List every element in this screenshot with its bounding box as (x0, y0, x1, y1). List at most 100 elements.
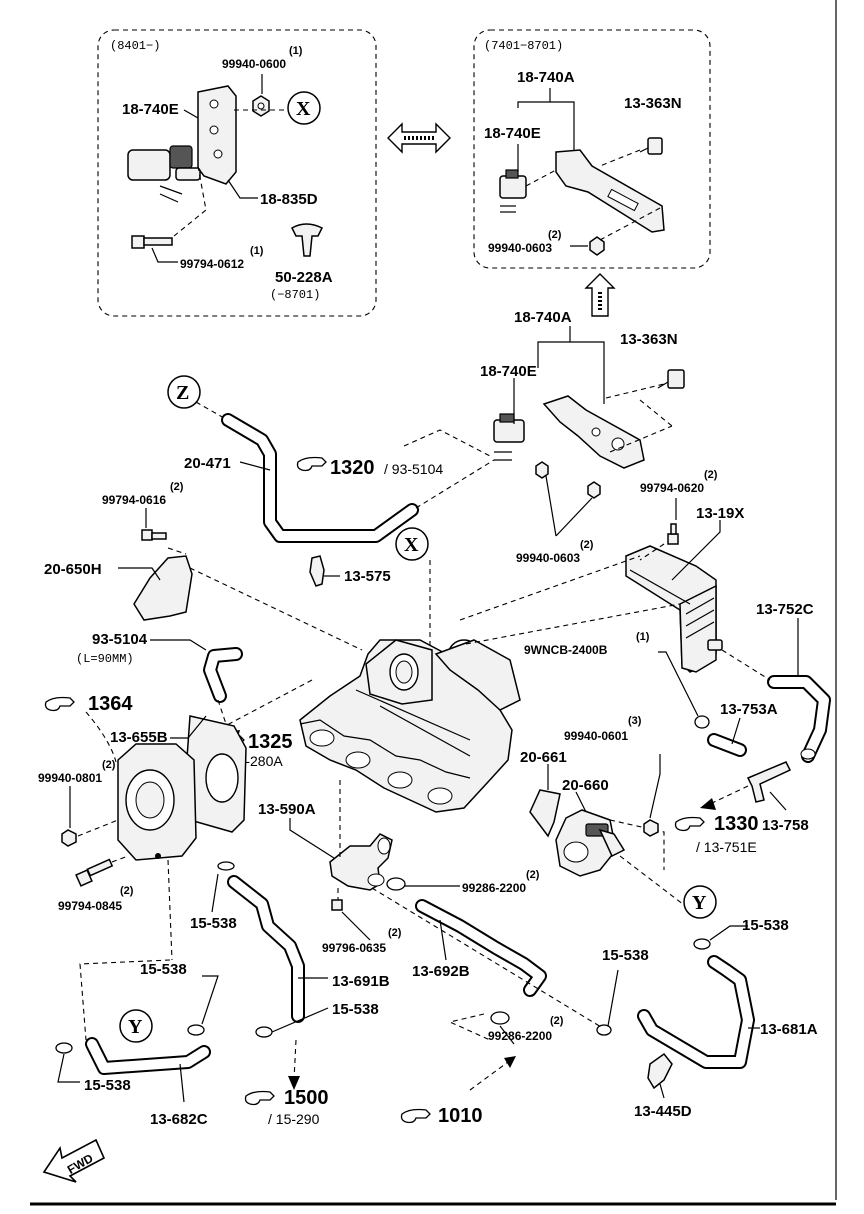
hose-13-752C: 13-752C (721, 601, 831, 763)
nut-99940-0601: (3) 99940-0601 (564, 715, 661, 837)
svg-text:15-538: 15-538 (190, 915, 237, 932)
double-arrow-icon (387, 122, 451, 154)
svg-text:99940-0603: 99940-0603 (516, 551, 580, 565)
callout-x-circle (287, 91, 321, 125)
callout-y-circle-left (119, 1009, 153, 1043)
label-99794-0612: 99794-0612 (180, 257, 244, 271)
label-18-740E: 18-740E (122, 101, 179, 118)
intake-manifold (299, 639, 521, 813)
svg-text:20-660: 20-660 (562, 777, 609, 794)
svg-text:13-655B: 13-655B (110, 729, 168, 746)
inset-left-8401: (8401−) (1) 99940-0600 18-740E 18-835D (… (97, 29, 377, 317)
svg-text:13-681A: 13-681A (760, 1021, 818, 1038)
svg-text:1330: 1330 (714, 813, 759, 835)
svg-text:(2): (2) (580, 539, 594, 551)
svg-text:(1): (1) (636, 631, 650, 643)
svg-text:1364: 1364 (88, 693, 133, 715)
solenoid-18-740E (493, 419, 525, 443)
svg-text:13-752C: 13-752C (756, 601, 814, 618)
svg-text:13-363N: 13-363N (624, 95, 682, 112)
svg-text:(2): (2) (704, 469, 718, 481)
hose-13-753A: 13-753A (707, 701, 778, 757)
bracket-18-740A-old (555, 149, 665, 233)
svg-text:13-753A: 13-753A (720, 701, 778, 718)
ref-1010: 1010 (400, 1056, 516, 1127)
svg-text:/ 13-751E: / 13-751E (696, 839, 757, 855)
clip-15-538-e (693, 938, 711, 950)
svg-text:(2): (2) (388, 927, 402, 939)
svg-text:18-740A: 18-740A (517, 69, 575, 86)
ref-1364: 1364 (44, 693, 133, 763)
clip-15-538-f (596, 1024, 612, 1036)
svg-text:(2): (2) (102, 759, 116, 771)
svg-text:(1): (1) (250, 245, 264, 257)
clip-13-445D: 13-445D (634, 1052, 692, 1120)
svg-text:99940-0801: 99940-0801 (38, 771, 102, 785)
svg-text:13-363N: 13-363N (620, 331, 678, 348)
bolt-99794-0616: (2) 99794-0616 (102, 481, 187, 555)
svg-text:9WNCB-2400B: 9WNCB-2400B (524, 643, 608, 657)
svg-text:20-471: 20-471 (184, 455, 231, 472)
hand-pointer-icon (244, 1090, 275, 1106)
svg-text:13-19X: 13-19X (696, 505, 744, 522)
nut-99940-0603-old (589, 236, 605, 256)
svg-text:15-538: 15-538 (602, 947, 649, 964)
callout-x-circle-main (395, 527, 429, 561)
clip-9WNCB-2400B: (1) 9WNCB-2400B (524, 631, 710, 729)
bolt-99794-0620: (2) 99794-0620 (639, 469, 718, 561)
inset-left-range: (8401−) (110, 39, 160, 53)
svg-text:99286-2200: 99286-2200 (462, 881, 526, 895)
svg-text:13-758: 13-758 (762, 817, 809, 834)
solenoid-18-740E (127, 149, 171, 181)
hand-pointer-icon (400, 1108, 431, 1124)
svg-text:99940-0601: 99940-0601 (564, 729, 628, 743)
svg-text:(2): (2) (526, 869, 540, 881)
bolt-99794-0845: (2) 99794-0845 (58, 855, 134, 913)
svg-text:13-691B: 13-691B (332, 973, 390, 990)
svg-text:99286-2200: 99286-2200 (488, 1029, 552, 1043)
ref-1500: 1500 / 15-290 (244, 1087, 329, 1127)
up-arrow-icon (584, 273, 616, 317)
nut-99940-0603-b (587, 481, 601, 499)
svg-text:(2): (2) (170, 481, 184, 493)
inset-right-range: (7401−8701) (484, 39, 563, 53)
svg-text:15-538: 15-538 (140, 961, 187, 978)
svg-text:/ 93-5104: / 93-5104 (384, 461, 443, 477)
hand-pointer-icon (674, 816, 705, 832)
svg-text:(3): (3) (628, 715, 642, 727)
nut-99940-0603-a (535, 461, 549, 479)
svg-text:13-692B: 13-692B (412, 963, 470, 980)
svg-text:1325: 1325 (248, 731, 293, 753)
svg-text:(L=90MM): (L=90MM) (76, 652, 134, 666)
label-50-228A: 50-228A (275, 269, 333, 286)
clip-99286-2200-b: (2) 99286-2200 (448, 1011, 564, 1045)
tee-13-758: 13-758 (700, 748, 816, 834)
svg-text:99794-0616: 99794-0616 (102, 493, 166, 507)
svg-text:1500: 1500 (284, 1087, 329, 1109)
svg-text:99794-0845: 99794-0845 (58, 899, 122, 913)
svg-text:Y: Y (128, 1016, 143, 1038)
inset-right-7401-8701: (7401−8701) 18-740A 13-363N 18-740E (2) … (473, 29, 711, 269)
svg-text:X: X (296, 98, 311, 120)
svg-text:15-538: 15-538 (332, 1001, 379, 1018)
bolt-99794-0612 (131, 235, 145, 249)
sensor-13-363N (667, 369, 685, 389)
svg-text:20-661: 20-661 (520, 749, 567, 766)
clip-50-228A (291, 223, 324, 257)
callout-z-circle-top (167, 375, 201, 409)
svg-text:20-650H: 20-650H (44, 561, 102, 578)
hand-pointer-icon (44, 696, 75, 712)
svg-text:Y: Y (692, 892, 707, 914)
clip-13-575: 13-575 (309, 555, 391, 587)
hose-13-691B: 15-538 13-691B 15-538 (190, 861, 390, 1090)
gasket-20-661: 20-661 (520, 749, 567, 838)
solenoid-18-740E-old (499, 175, 527, 199)
clip-15-538-b (255, 1026, 273, 1038)
hose-93-5104: 93-5104 (L=90MM) (76, 631, 243, 744)
svg-text:13-575: 13-575 (344, 568, 391, 585)
svg-text:Z: Z (176, 382, 189, 404)
label-99940-0600: 99940-0600 (222, 57, 286, 71)
housing-13-590A: 13-590A (2) 99796-0635 (258, 780, 402, 955)
clip-15-538-d (187, 1024, 205, 1036)
heat-shield-20-650H: 20-650H (44, 555, 193, 621)
